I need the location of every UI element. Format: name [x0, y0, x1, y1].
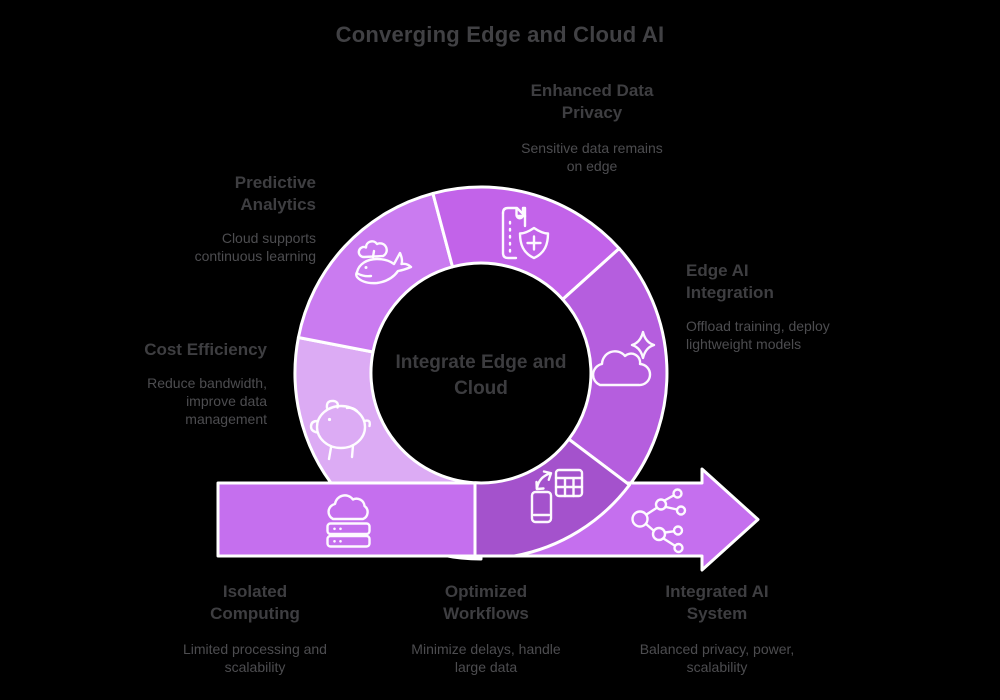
whale-icon: [355, 240, 413, 285]
section-heading: Enhanced Data Privacy: [530, 81, 654, 123]
section-heading: Cost Efficiency: [144, 340, 267, 359]
phone-table-sync-icon: [530, 468, 584, 524]
section-edge-ai-integration: Edge AI Integration Offload training, de…: [686, 260, 896, 354]
page-title: Converging Edge and Cloud AI: [335, 22, 665, 47]
donut-segment-optimized-workflows: [473, 437, 631, 558]
section-subtext: Cloud supports continuous learning: [194, 230, 316, 265]
section-heading: Predictive Analytics: [234, 173, 316, 215]
section-heading: Integrated AI System: [665, 582, 769, 624]
piggy-bank-icon: [309, 399, 371, 461]
section-integrated-ai-system: Integrated AI System Balanced privacy, p…: [597, 581, 837, 677]
cloud-sparkle-icon: [591, 330, 656, 387]
section-heading: Edge AI Integration: [686, 261, 774, 303]
center-label: Integrate Edge and Cloud: [395, 352, 567, 399]
section-subtext: Sensitive data remains on edge: [521, 140, 663, 175]
section-isolated-computing: Isolated Computing Limited processing an…: [135, 581, 375, 677]
section-enhanced-data-privacy: Enhanced Data Privacy Sensitive data rem…: [472, 80, 712, 176]
section-subtext: Reduce bandwidth, improve data managemen…: [147, 375, 267, 428]
section-heading: Isolated Computing: [210, 582, 300, 624]
section-subtext: Limited processing and scalability: [183, 641, 327, 676]
section-subtext: Minimize delays, handle large data: [411, 641, 561, 676]
network-nodes-icon: [631, 488, 687, 554]
donut-segment-predictive-analytics: [296, 191, 454, 354]
section-predictive-analytics: Predictive Analytics Cloud supports cont…: [120, 172, 316, 266]
section-subtext: Balanced privacy, power, scalability: [639, 641, 795, 676]
section-cost-efficiency: Cost Efficiency Reduce bandwidth, improv…: [60, 339, 267, 429]
section-heading: Optimized Workflows: [443, 582, 529, 624]
cloud-server-icon: [326, 494, 371, 548]
donut-segment-edge-ai-integration: [561, 247, 669, 487]
section-subtext: Offload training, deploy lightweight mod…: [686, 318, 830, 353]
section-optimized-workflows: Optimized Workflows Minimize delays, han…: [366, 581, 606, 677]
zip-file-shield-icon: [501, 206, 550, 260]
